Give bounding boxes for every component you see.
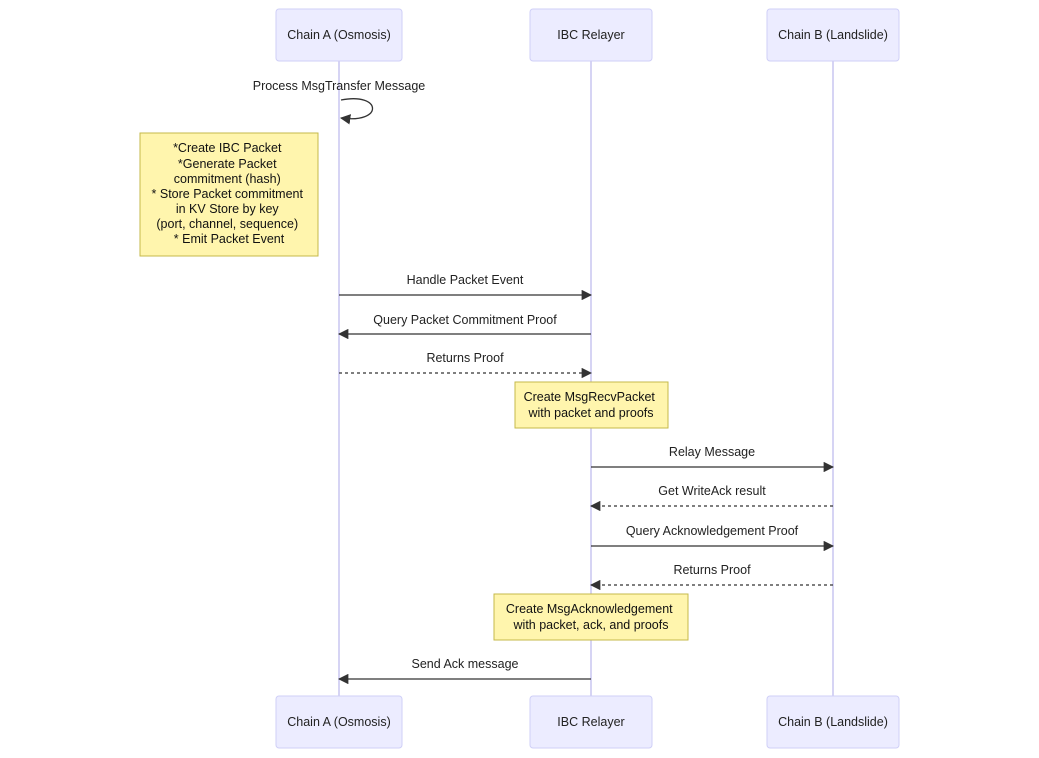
- note-chain-a: *Create IBC Packet *Generate Packet comm…: [139, 132, 319, 257]
- self-message-arrow: [339, 98, 373, 125]
- actor-bottom-chain-a-label: Chain A (Osmosis): [287, 715, 391, 729]
- actor-top-chain-b: Chain B (Landslide): [766, 8, 900, 62]
- self-message-label: Process MsgTransfer Message: [253, 79, 426, 93]
- message-returns-proof-b-label: Returns Proof: [673, 563, 751, 577]
- actor-top-relayer-label: IBC Relayer: [557, 28, 624, 42]
- note-acknowledgement-text: Create MsgAcknowledgement with packet, a…: [506, 602, 676, 632]
- actor-top-chain-a: Chain A (Osmosis): [275, 8, 403, 62]
- message-send-ack-label: Send Ack message: [411, 657, 518, 671]
- note-chain-a-text: *Create IBC Packet *Generate Packet comm…: [152, 141, 307, 246]
- note-recv-packet-text: Create MsgRecvPacket with packet and pro…: [524, 390, 659, 420]
- actor-bottom-relayer: IBC Relayer: [529, 695, 653, 749]
- note-recv-packet: Create MsgRecvPacket with packet and pro…: [514, 381, 669, 429]
- message-query-commitment-label: Query Packet Commitment Proof: [373, 313, 557, 327]
- note-acknowledgement: Create MsgAcknowledgement with packet, a…: [493, 593, 689, 641]
- actor-top-chain-b-label: Chain B (Landslide): [778, 28, 888, 42]
- message-returns-proof-a-label: Returns Proof: [426, 351, 504, 365]
- message-relay-label: Relay Message: [669, 445, 755, 459]
- message-writeack-label: Get WriteAck result: [658, 484, 766, 498]
- actor-bottom-chain-a: Chain A (Osmosis): [275, 695, 403, 749]
- actor-bottom-chain-b: Chain B (Landslide): [766, 695, 900, 749]
- actor-bottom-relayer-label: IBC Relayer: [557, 715, 624, 729]
- actor-bottom-chain-b-label: Chain B (Landslide): [778, 715, 888, 729]
- message-handle-packet-event-label: Handle Packet Event: [407, 273, 524, 287]
- actor-top-relayer: IBC Relayer: [529, 8, 653, 62]
- actor-top-chain-a-label: Chain A (Osmosis): [287, 28, 391, 42]
- message-query-ack-proof-label: Query Acknowledgement Proof: [626, 524, 799, 538]
